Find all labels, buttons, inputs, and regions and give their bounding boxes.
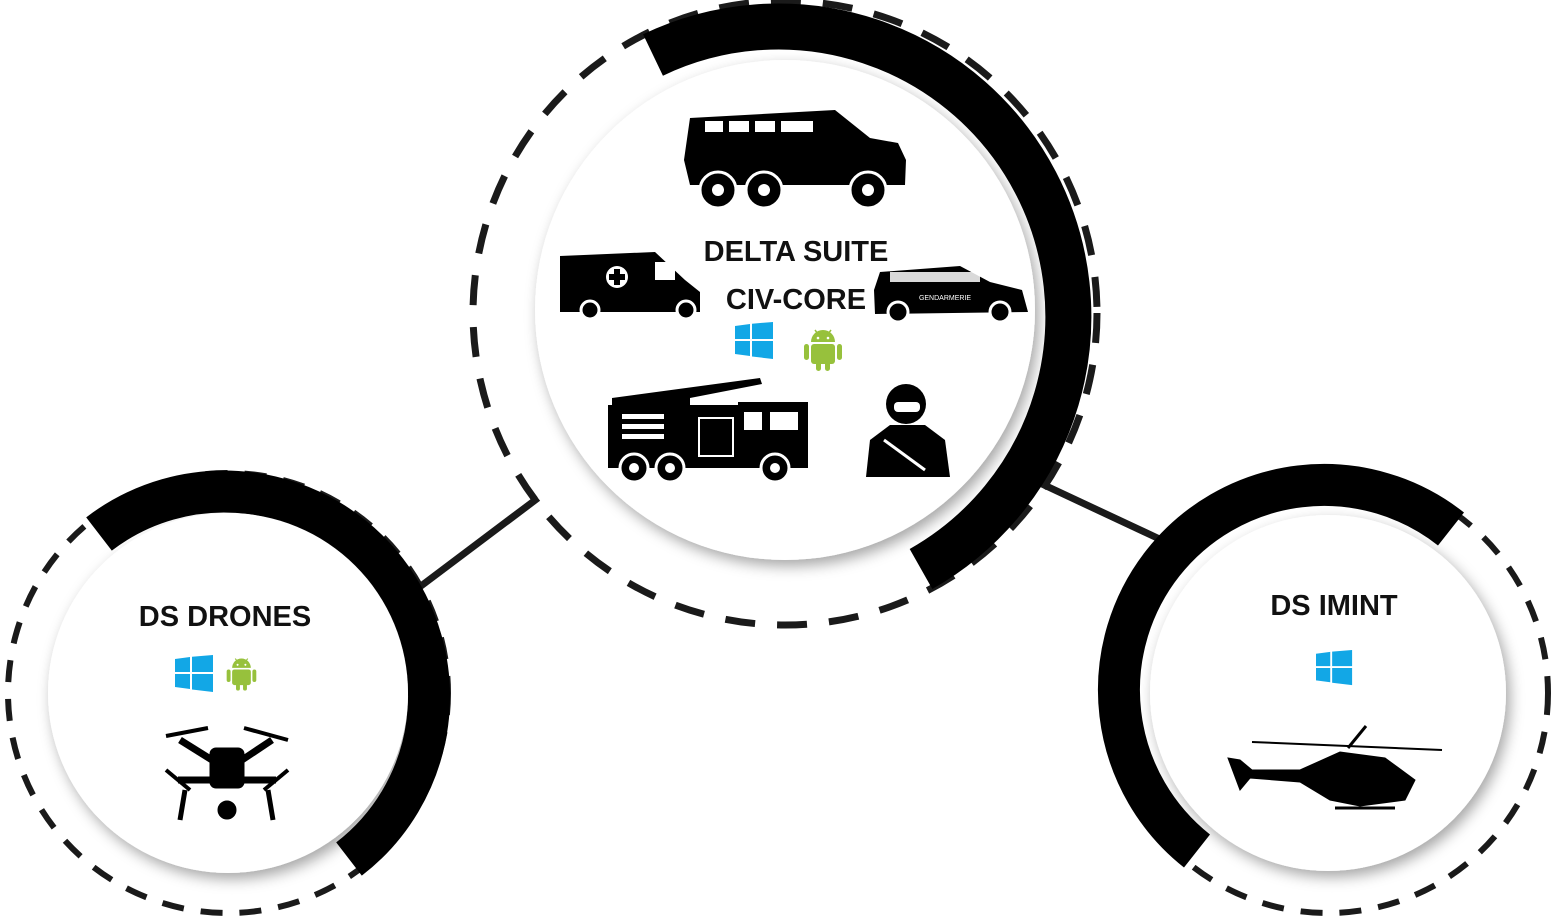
imint-circle (1150, 515, 1506, 871)
drones-progress-arc (86, 470, 450, 876)
imint-node: DS IMINT (1098, 464, 1551, 916)
core-dashed-ring (469, 0, 1101, 629)
gendarmerie-car-icon: GENDARMERIE (874, 266, 1028, 324)
drones-title: DS DRONES (139, 601, 311, 633)
drones-circle (48, 513, 408, 873)
drone-icon (164, 726, 290, 821)
core-title-line2: CIV-CORE (726, 284, 866, 316)
gendarmerie-label: GENDARMERIE (919, 295, 971, 302)
imint-dashed-ring (1105, 470, 1551, 916)
core-node: GENDARMERIE DELTA SUITE CIV-CORE (469, 0, 1101, 629)
helicopter-icon (1227, 725, 1443, 810)
core-title-line1: DELTA SUITE (704, 236, 889, 268)
imint-title: DS IMINT (1270, 590, 1398, 622)
core-progress-arc (643, 3, 1092, 590)
connector-core-imint (1040, 480, 1170, 547)
fire-truck-icon (608, 378, 808, 484)
ambulance-icon (560, 252, 700, 321)
imint-progress-arc (1098, 464, 1464, 868)
armored-truck-icon (684, 110, 906, 210)
connector-drones-core (410, 495, 541, 595)
soldier-icon (866, 384, 950, 477)
drones-node: DS DRONES (5, 470, 451, 916)
